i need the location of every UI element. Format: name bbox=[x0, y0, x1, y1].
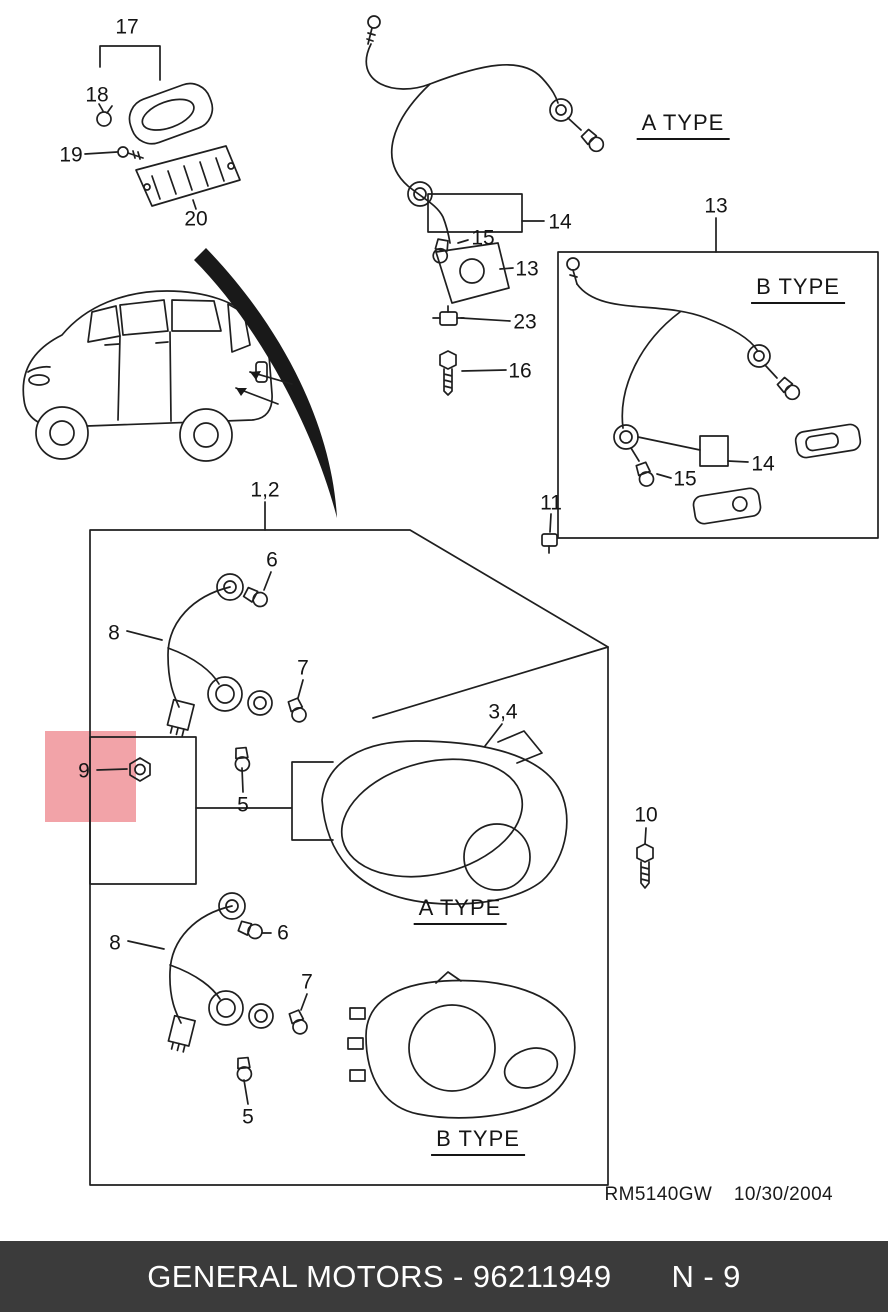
bulb-6-icon bbox=[237, 920, 263, 940]
bulb-5-icon bbox=[234, 746, 251, 772]
footer-part-number: GENERAL MOTORS - 96211949 bbox=[147, 1258, 612, 1294]
doc-reference: RM5140GW 10/30/2004 bbox=[604, 1184, 833, 1206]
clip-11-icon bbox=[541, 533, 558, 547]
callout-1-2[interactable]: 1,2 bbox=[250, 478, 280, 502]
callout-17[interactable]: 17 bbox=[115, 15, 139, 39]
upper-bulb-wiring-set bbox=[126, 571, 307, 793]
license-lamp-icon bbox=[794, 423, 862, 459]
doc-ref-date: 10/30/2004 bbox=[733, 1184, 833, 1205]
lamp-base-13-icon bbox=[435, 242, 510, 304]
car-illustration bbox=[22, 290, 273, 462]
bracket-20-icon bbox=[135, 145, 241, 207]
callout-23[interactable]: 23 bbox=[513, 310, 537, 334]
callout-6-lower[interactable]: 6 bbox=[277, 921, 289, 945]
mounting-screw-10 bbox=[636, 827, 654, 889]
rear-harness-b-type-box bbox=[557, 217, 879, 539]
bolt-16-icon bbox=[439, 350, 457, 370]
callout-15-b[interactable]: 15 bbox=[673, 467, 697, 491]
lamp-housing-b-type bbox=[347, 971, 576, 1119]
label-b-type-harness: B TYPE bbox=[751, 276, 845, 304]
callout-7-lower[interactable]: 7 bbox=[301, 970, 313, 994]
callout-20[interactable]: 20 bbox=[184, 207, 208, 231]
lower-bulb-wiring-set bbox=[127, 892, 308, 1105]
callout-13-a[interactable]: 13 bbox=[515, 257, 539, 281]
license-lamp-icon bbox=[692, 487, 762, 525]
callout-7-upper[interactable]: 7 bbox=[297, 656, 309, 680]
rear-harness-a-type bbox=[365, 15, 605, 396]
clip-23-icon bbox=[439, 311, 458, 326]
callout-6-upper[interactable]: 6 bbox=[266, 548, 278, 572]
bulb-6-icon bbox=[242, 586, 268, 608]
connector-plug-icon bbox=[167, 1014, 196, 1053]
footer-bar: GENERAL MOTORS - 96211949 N - 9 bbox=[0, 1241, 888, 1312]
bulb-5-icon bbox=[236, 1056, 253, 1082]
parts-diagram-drawing bbox=[22, 15, 879, 1186]
callout-3-4[interactable]: 3,4 bbox=[488, 700, 518, 724]
label-a-type-housing: A TYPE bbox=[413, 897, 507, 925]
callout-13-box[interactable]: 13 bbox=[704, 194, 728, 218]
nut-part-9 bbox=[96, 757, 151, 782]
callout-19[interactable]: 19 bbox=[59, 143, 83, 167]
bulb-icon bbox=[776, 376, 801, 401]
footer-page-ref: N - 9 bbox=[671, 1258, 741, 1294]
connector-plug-icon bbox=[166, 698, 195, 737]
callout-8-upper[interactable]: 8 bbox=[108, 621, 120, 645]
callout-15-a[interactable]: 15 bbox=[471, 226, 495, 250]
high-mount-lamp-assembly bbox=[84, 45, 241, 210]
bulb-15-icon bbox=[635, 461, 655, 487]
callout-14-b[interactable]: 14 bbox=[751, 452, 775, 476]
callout-5-lower[interactable]: 5 bbox=[242, 1105, 254, 1129]
label-a-type-harness: A TYPE bbox=[636, 112, 730, 140]
lamp-housing-a-type bbox=[321, 723, 568, 905]
pointer-swoosh bbox=[194, 248, 337, 518]
callout-9-selected[interactable]: 9 bbox=[78, 759, 90, 783]
bulb-icon bbox=[580, 128, 605, 153]
screw-19-icon bbox=[117, 146, 129, 158]
callout-11[interactable]: 11 bbox=[540, 491, 562, 515]
callout-14-a[interactable]: 14 bbox=[548, 210, 572, 234]
bulb-7-icon bbox=[288, 1009, 308, 1035]
callout-16[interactable]: 16 bbox=[508, 359, 532, 383]
bulb-18-icon bbox=[96, 111, 112, 127]
callout-10[interactable]: 10 bbox=[634, 803, 658, 827]
tail-lamp-main-box bbox=[89, 501, 609, 1186]
label-b-type-housing: B TYPE bbox=[431, 1128, 525, 1156]
doc-ref-code: RM5140GW bbox=[604, 1184, 713, 1205]
callout-8-lower[interactable]: 8 bbox=[109, 931, 121, 955]
bulb-7-icon bbox=[287, 697, 307, 723]
callout-18[interactable]: 18 bbox=[85, 83, 109, 107]
callout-5-upper[interactable]: 5 bbox=[237, 793, 249, 817]
